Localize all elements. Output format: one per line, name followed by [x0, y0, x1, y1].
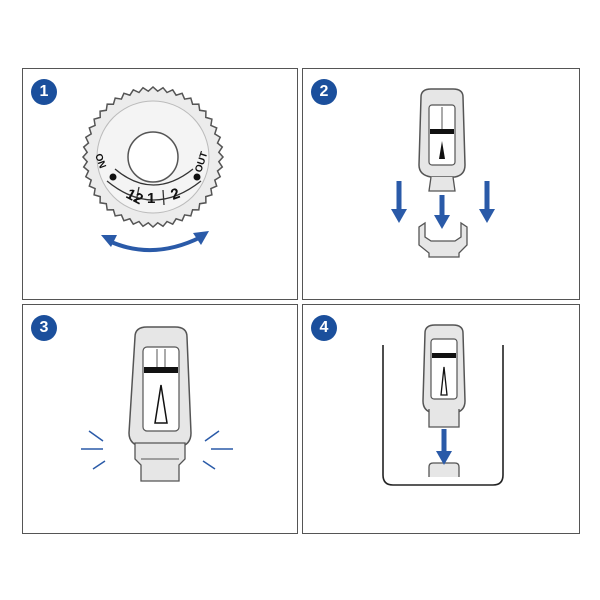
dial-center-hole — [127, 131, 179, 183]
assembled-illustration — [81, 326, 233, 482]
top-part-neck — [428, 176, 456, 192]
step-2-badge: 2 — [311, 79, 337, 105]
rotate-arrow-head-left — [101, 235, 117, 247]
dial-illustration: 12 1 2 ON OUT — [81, 85, 225, 252]
top-part-window — [428, 104, 456, 166]
rotate-arrow-arc — [108, 235, 202, 252]
install-illustration — [382, 324, 504, 486]
arrow-center-head — [434, 215, 450, 229]
step-3-badge: 3 — [31, 315, 57, 341]
install-top-band — [432, 353, 456, 358]
tray-connector — [428, 462, 460, 477]
dial-on-dot — [109, 173, 117, 181]
arrow-right-head — [479, 209, 495, 223]
assembled-band — [144, 367, 178, 373]
step-1-panel: 1 12 1 2 ON OUT — [22, 68, 298, 300]
assembled-needle — [154, 384, 168, 424]
dial-on-label: ON — [92, 152, 107, 170]
click-burst-line — [202, 460, 216, 470]
rotate-arrow-head-right — [193, 231, 209, 245]
dial-scale-arc-outer — [106, 180, 202, 201]
click-burst-line — [92, 460, 106, 470]
dial-scale-divider — [162, 189, 165, 206]
click-burst-line — [88, 430, 104, 442]
dial-scale-divider — [135, 186, 140, 203]
bottom-part — [418, 221, 468, 258]
install-arrow-head — [436, 451, 452, 465]
dial-scale-arc-inner — [114, 168, 194, 186]
dial-segment-12: 12 — [123, 186, 146, 209]
dial-out-dot — [193, 173, 201, 181]
top-part-band — [430, 129, 454, 134]
install-top-needle — [440, 366, 448, 396]
dial-segment-1: 1 — [147, 190, 155, 207]
assembled-base — [134, 442, 186, 482]
step-4-badge: 4 — [311, 315, 337, 341]
insert-illustration — [391, 88, 495, 258]
top-part-needle — [439, 141, 445, 159]
step-4-panel: 4 — [302, 304, 580, 534]
arrow-left-head — [391, 209, 407, 223]
step-2-panel: 2 — [302, 68, 580, 300]
step-1-badge: 1 — [31, 79, 57, 105]
click-burst-line — [204, 430, 220, 442]
install-top-base — [428, 409, 460, 428]
step-3-panel: 3 — [22, 304, 298, 534]
container-outline — [382, 345, 504, 486]
